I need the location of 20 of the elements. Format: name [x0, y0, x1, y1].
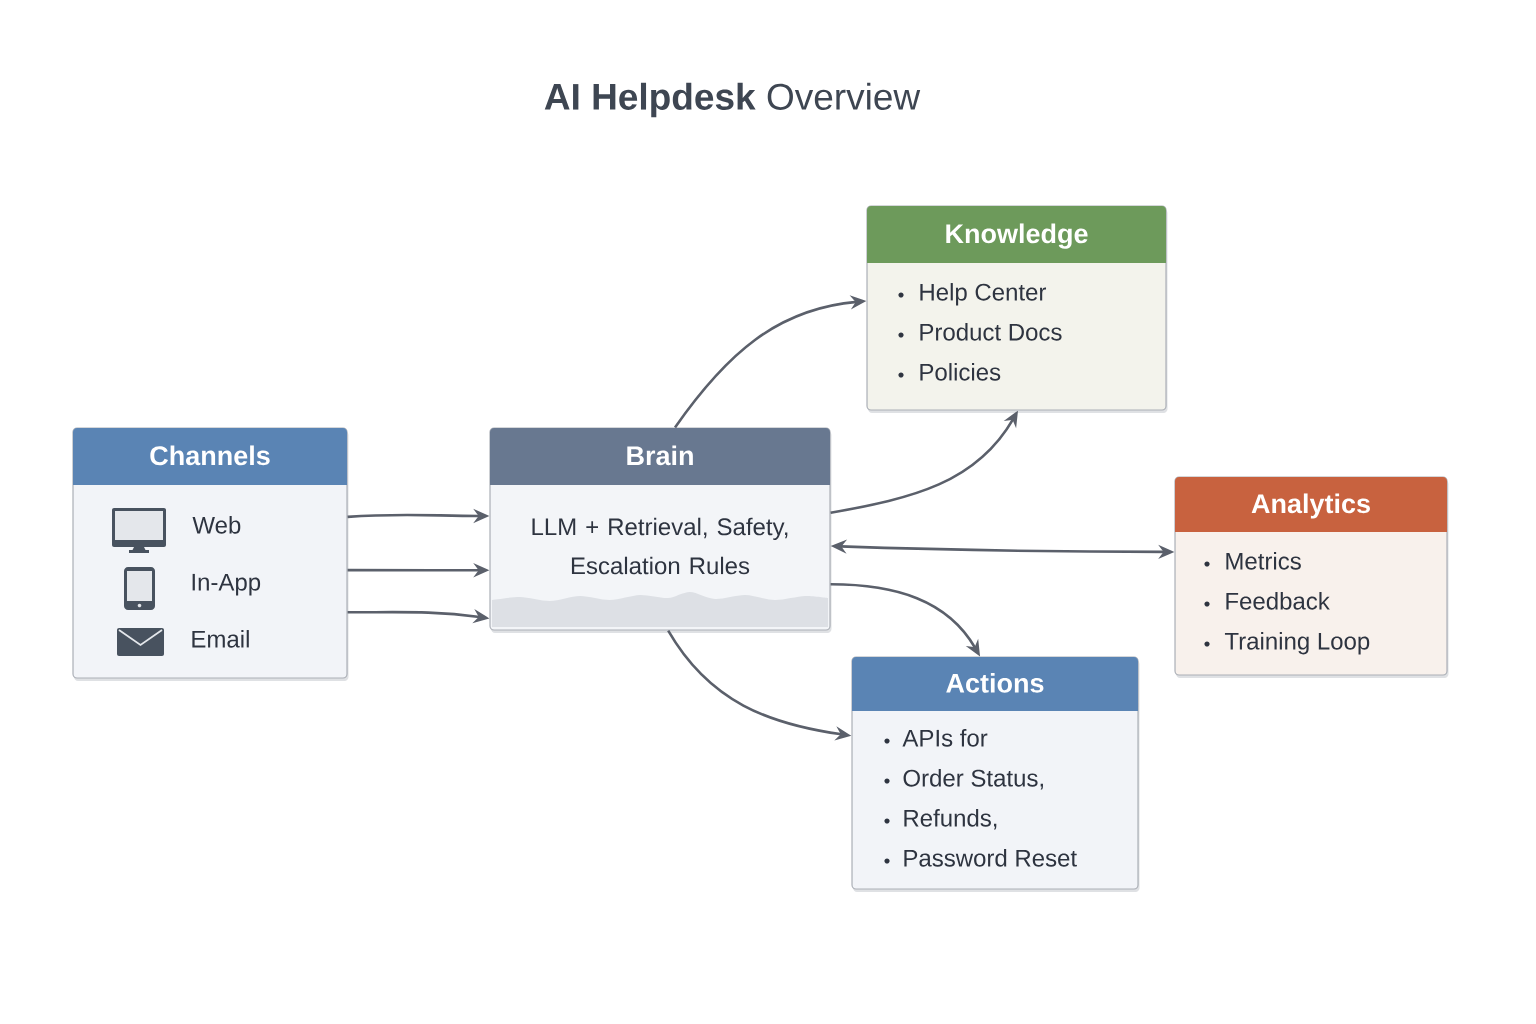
- card-header: Brain: [490, 428, 830, 485]
- list-item: Product Docs: [920, 323, 1062, 341]
- list-item: Refunds,: [904, 809, 997, 830]
- channel-label: Email: [192, 630, 249, 648]
- card-header: Channels: [73, 428, 347, 485]
- list-item: Training Loop: [1224, 632, 1370, 655]
- title: AI Helpdesk Overview: [544, 82, 921, 118]
- description: LLM + Retrieval, Safety, Escalation Rules: [532, 517, 788, 575]
- channel-label: In-App: [192, 573, 261, 596]
- list-item: Feedback: [1226, 592, 1330, 610]
- card-header: Knowledge: [867, 206, 1166, 263]
- card-header: Actions: [852, 657, 1138, 711]
- list-item: APIs for: [902, 729, 988, 747]
- channel-label: Web: [192, 516, 241, 534]
- list-item: Help Center: [920, 283, 1047, 306]
- list-item: Policies: [920, 363, 1001, 381]
- card-header: Analytics: [1175, 477, 1447, 532]
- list-item: Order Status,: [903, 769, 1043, 790]
- list-item: Metrics: [1226, 552, 1301, 570]
- list-item: Password Reset: [904, 849, 1077, 867]
